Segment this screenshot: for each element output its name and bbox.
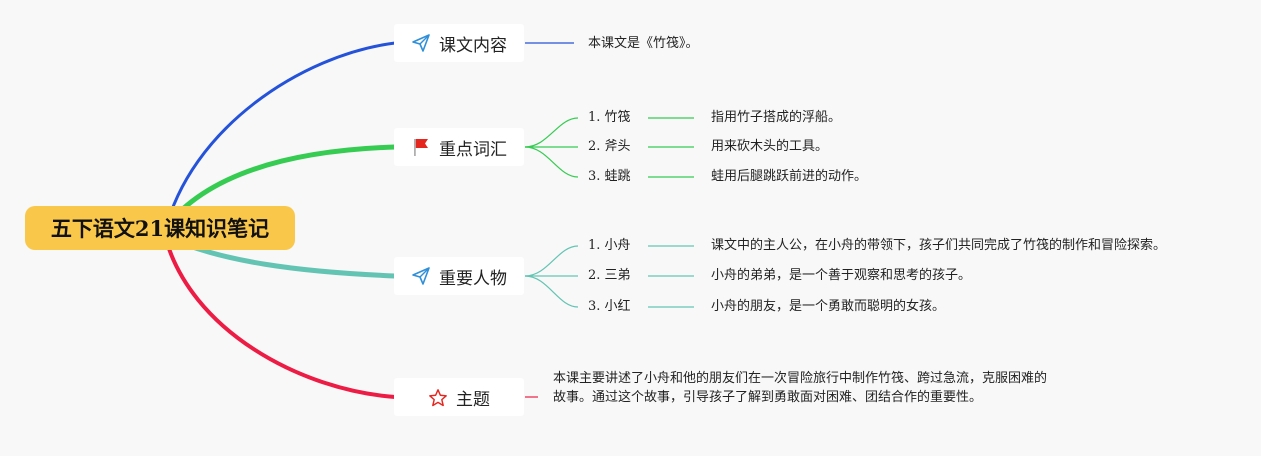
branch-connector-content: [163, 41, 396, 233]
vocab-definition-2: 用来砍木头的工具。: [711, 139, 829, 154]
branch-connector-theme: [163, 235, 396, 399]
branch-node-theme[interactable]: 主题: [394, 378, 524, 416]
character-description-2: 小舟的弟弟，是一个善于观察和思考的孩子。: [711, 268, 972, 283]
paper-plane-icon: [411, 266, 431, 286]
root-title: 五下语文21课知识笔记: [50, 216, 270, 241]
vocab-definition-1: 指用竹子搭成的浮船。: [711, 110, 842, 125]
root-node[interactable]: 五下语文21课知识笔记: [25, 206, 295, 250]
red-flag-icon: [411, 137, 431, 157]
detail-connectors-vocabulary: [524, 117, 694, 178]
detail-connectors-characters: [524, 245, 694, 308]
detail-text-content: 本课文是《竹筏》。: [588, 36, 699, 51]
character-description-3: 小舟的朋友，是一个勇敢而聪明的女孩。: [711, 299, 946, 314]
branch-label: 重要人物: [439, 268, 507, 289]
star-outline-icon: [428, 387, 448, 407]
character-name-3: 3. 小红: [588, 299, 631, 314]
detail-text-theme: 本课主要讲述了小舟和他的朋友们在一次冒险旅行中制作竹筏、跨过急流，克服困难的故事…: [553, 371, 1048, 405]
vocab-definition-3: 蛙用后腿跳跃前进的动作。: [711, 169, 868, 184]
character-name-2: 2. 三弟: [588, 268, 631, 283]
branch-node-vocabulary[interactable]: 重点词汇: [394, 128, 524, 166]
branch-node-content[interactable]: 课文内容: [394, 24, 524, 62]
branch-label: 课文内容: [439, 35, 507, 56]
character-name-1: 1. 小舟: [588, 238, 631, 253]
vocab-term-1: 1. 竹筏: [588, 110, 631, 125]
branch-label: 重点词汇: [439, 139, 507, 160]
paper-plane-icon: [411, 33, 431, 53]
vocab-term-3: 3. 蛙跳: [588, 169, 631, 184]
branch-label: 主题: [456, 389, 490, 410]
branch-node-characters[interactable]: 重要人物: [394, 257, 524, 295]
character-description-1: 课文中的主人公，在小舟的带领下，孩子们共同完成了竹筏的制作和冒险探索。: [711, 238, 1167, 253]
vocab-term-2: 2. 斧头: [588, 139, 631, 154]
